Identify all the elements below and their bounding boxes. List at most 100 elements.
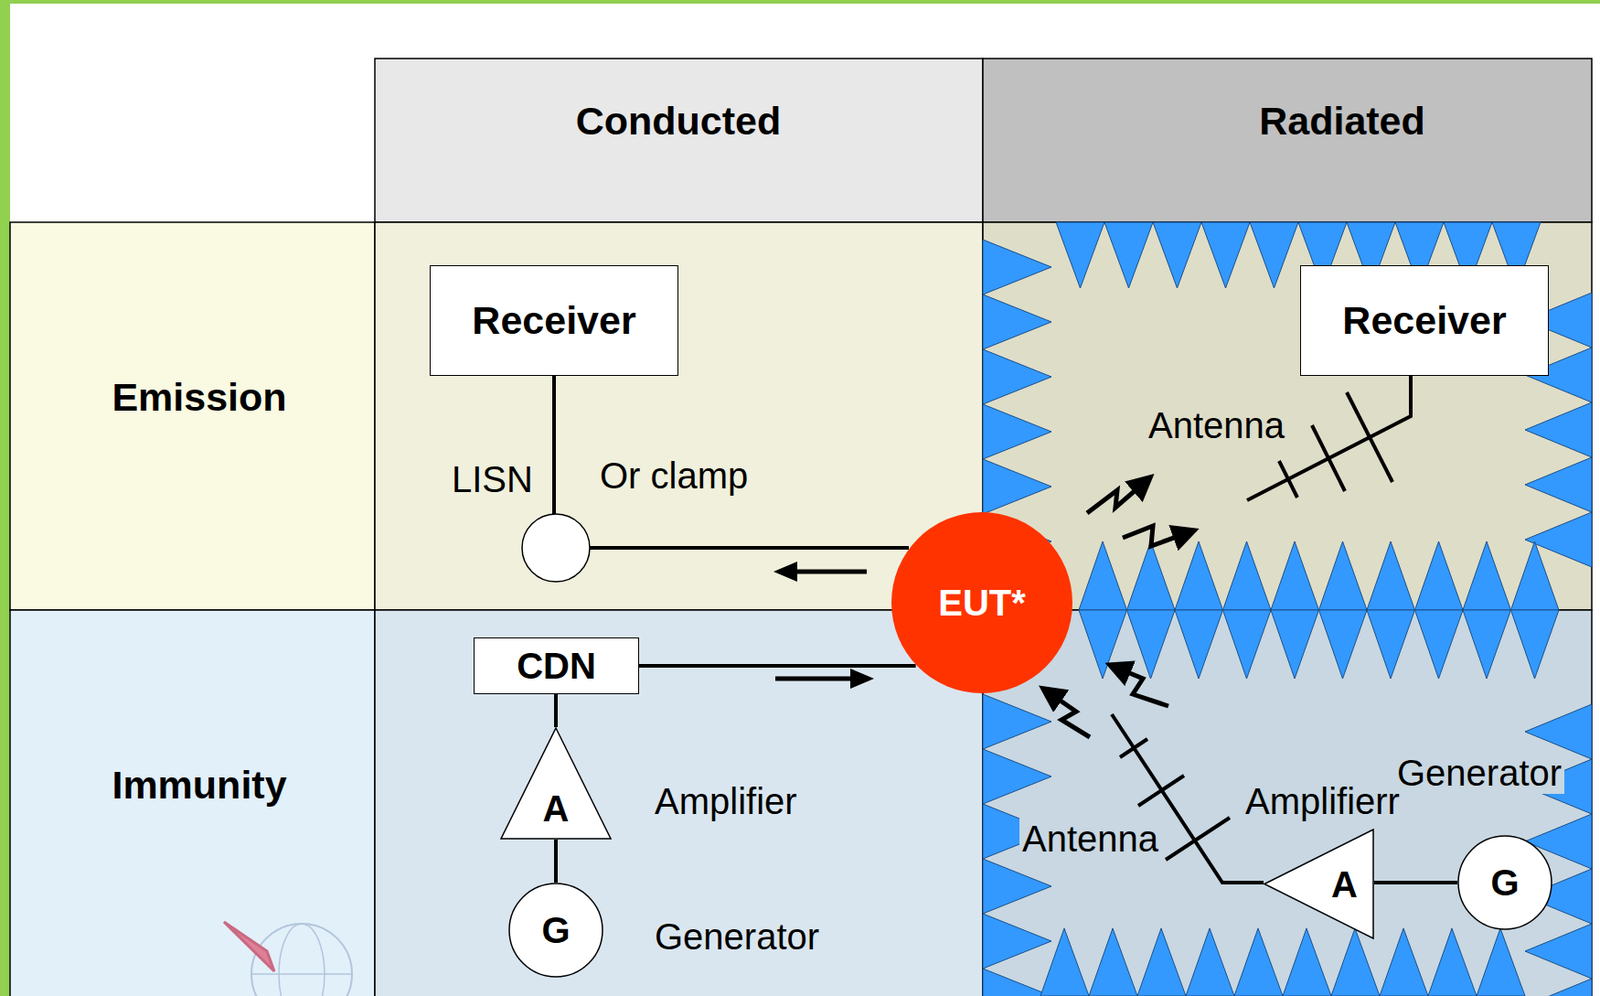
generator-symbol: G xyxy=(1457,834,1553,930)
wire xyxy=(1374,880,1458,885)
absorber-cone xyxy=(1201,222,1250,288)
chamber-cell xyxy=(982,222,1592,610)
absorber-cone xyxy=(982,458,1052,514)
absorber-cone xyxy=(982,294,1052,350)
wire xyxy=(554,839,558,883)
generator-symbol-shape xyxy=(509,883,603,977)
absorber-cone xyxy=(1127,609,1176,679)
header-cell xyxy=(982,58,1592,223)
amplifier-symbol-shape xyxy=(1264,829,1374,939)
wire xyxy=(554,375,909,548)
part-label: Antenna xyxy=(1145,404,1288,447)
absorber-cone xyxy=(1525,402,1592,458)
absorber-cone xyxy=(1415,541,1464,610)
amplifier-symbol: A xyxy=(1263,828,1375,939)
receiver-box: Receiver xyxy=(429,265,679,376)
absorber-cone xyxy=(1223,609,1272,679)
absorber-cone xyxy=(982,748,1052,804)
absorber-cone xyxy=(1174,541,1224,610)
generator-symbol-shape xyxy=(1458,835,1552,929)
row-header: Immunity xyxy=(111,762,287,808)
row-cell xyxy=(10,222,375,610)
absorber-cone xyxy=(1282,928,1332,996)
lisn-symbol xyxy=(522,513,590,582)
table-cell xyxy=(374,609,983,996)
absorber-cone xyxy=(1152,222,1202,288)
absorber-cone xyxy=(1056,222,1105,288)
absorber-cone xyxy=(1319,541,1368,610)
eut-circle: EUT* xyxy=(890,511,1074,694)
absorber-cone xyxy=(982,913,1052,969)
part-label: Antenna xyxy=(1019,817,1162,860)
absorber-cone xyxy=(1078,541,1128,610)
absorber-cone xyxy=(1511,609,1560,679)
part-label: LISN xyxy=(451,458,534,501)
wire xyxy=(554,693,558,727)
table-cell xyxy=(374,222,983,610)
node-label: A xyxy=(1331,864,1358,905)
absorber-cone xyxy=(982,968,1052,996)
absorber-cone xyxy=(1234,928,1283,996)
absorber-cone xyxy=(1525,978,1592,996)
generator-symbol: G xyxy=(508,882,604,978)
absorber-cone xyxy=(982,693,1052,749)
absorber-cone xyxy=(982,239,1052,295)
absorber-cone xyxy=(1270,541,1320,610)
node-label: CDN xyxy=(516,645,597,686)
node-label: G xyxy=(1490,862,1519,903)
absorber-cones xyxy=(982,222,1592,996)
absorber-cone xyxy=(1476,928,1526,996)
absorber-cone xyxy=(1270,609,1320,679)
header-cell xyxy=(374,58,983,223)
absorber-cone xyxy=(1428,928,1477,996)
top-bar xyxy=(0,0,1600,4)
absorber-cone xyxy=(982,404,1052,459)
absorber-cone xyxy=(1379,928,1429,996)
column-header: Conducted xyxy=(576,98,782,144)
absorber-cone xyxy=(1127,541,1176,610)
row-cell xyxy=(10,609,375,996)
absorber-cone xyxy=(1525,457,1592,512)
part-label: Or clamp xyxy=(599,454,748,497)
absorber-cone xyxy=(982,858,1052,914)
absorber-cone xyxy=(1415,609,1464,679)
absorber-cone xyxy=(1319,609,1368,679)
absorber-cone xyxy=(1040,928,1089,996)
part-label: Generator xyxy=(1394,751,1565,794)
node-label: Receiver xyxy=(1342,298,1506,342)
row-header: Emission xyxy=(111,374,287,420)
node-label: G xyxy=(541,909,570,950)
absorber-cone xyxy=(1511,541,1560,610)
eut-circle-shape xyxy=(891,512,1073,694)
node-label: EUT* xyxy=(938,582,1026,623)
absorber-cone xyxy=(1525,704,1592,759)
absorber-cone xyxy=(1525,923,1592,979)
direction-arrow xyxy=(775,668,875,689)
node-label: Receiver xyxy=(471,298,636,342)
absorber-cone xyxy=(982,349,1052,405)
amplifier-symbol-shape xyxy=(501,727,611,839)
side-bar xyxy=(0,0,11,996)
absorber-cone xyxy=(1366,541,1416,610)
absorber-cone xyxy=(1249,222,1299,288)
part-label: Generator xyxy=(654,915,820,958)
direction-arrow xyxy=(773,561,867,582)
receiver-box: Receiver xyxy=(1300,265,1549,376)
absorber-cone xyxy=(1223,541,1272,610)
itu-logo xyxy=(224,921,352,996)
cdn-box: CDN xyxy=(473,637,640,694)
absorber-cone xyxy=(1137,928,1186,996)
wire xyxy=(639,663,917,668)
absorber-cone xyxy=(1462,541,1512,610)
chamber-cell xyxy=(982,609,1592,996)
absorber-cone xyxy=(1462,609,1512,679)
absorber-cone xyxy=(1104,222,1153,288)
absorber-cone xyxy=(1185,928,1235,996)
part-label: Amplifierr xyxy=(1242,779,1403,822)
column-header: Radiated xyxy=(1258,98,1426,144)
absorber-cone xyxy=(1088,928,1138,996)
absorber-cone xyxy=(1366,609,1416,679)
amplifier-symbol: A xyxy=(500,726,612,840)
part-label: Amplifier xyxy=(654,779,798,822)
node-label: A xyxy=(543,788,570,829)
